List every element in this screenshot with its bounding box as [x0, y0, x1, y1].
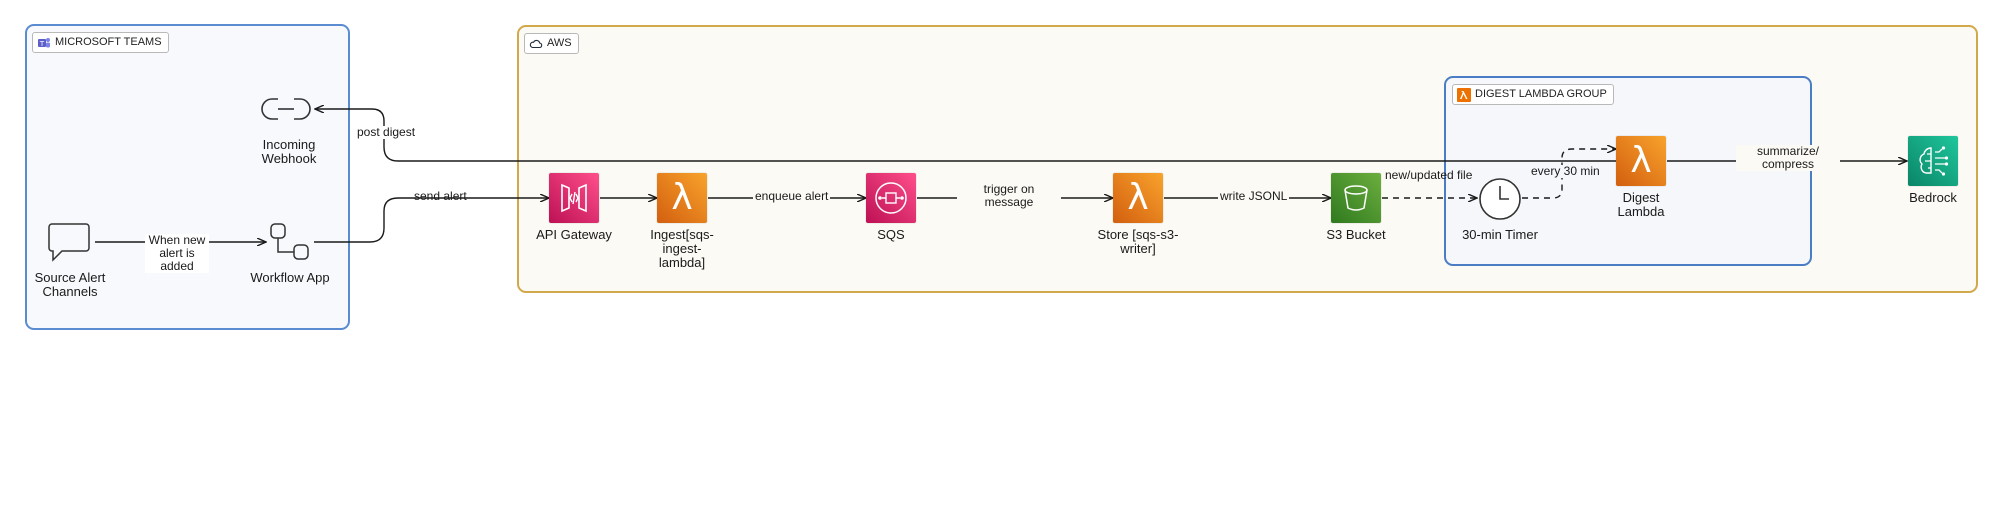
- ingest-lambda-label: Ingest[sqs-ingest-lambda]: [650, 227, 714, 270]
- api-gateway-node: [549, 173, 599, 223]
- s3-bucket-node: [1331, 173, 1381, 223]
- link-icon: [261, 98, 311, 120]
- sqs-label: SQS: [877, 227, 905, 242]
- digest-lambda-group-label: DIGEST LAMBDA GROUP: [1475, 88, 1607, 100]
- enqueue-alert-edge-label: enqueue alert: [753, 189, 831, 203]
- aws-tag: AWS: [524, 33, 579, 54]
- send-alert-edge-label: send alert: [414, 189, 467, 203]
- edge-post-digest: [315, 109, 1642, 162]
- chat-bubble-icon: [48, 223, 90, 262]
- api-gateway-label: API Gateway: [536, 227, 612, 242]
- sqs-icon: [875, 182, 907, 214]
- new-updated-file-edge-label: new/updated file: [1385, 168, 1473, 182]
- microsoft-teams-group: [25, 24, 350, 330]
- write-jsonl-edge-label: write JSONL: [1218, 189, 1290, 203]
- store-lambda-node: λ: [1113, 173, 1163, 223]
- clock-icon: [1479, 178, 1521, 220]
- digest-lambda-node: λ: [1616, 136, 1666, 186]
- bedrock-icon: [1919, 146, 1949, 176]
- microsoft-teams-label: MICROSOFT TEAMS: [55, 36, 162, 48]
- bedrock-node: [1908, 136, 1958, 186]
- s3-bucket-label: S3 Bucket: [1326, 227, 1386, 242]
- bedrock-label: Bedrock: [1909, 190, 1957, 205]
- timer-label: 30-min Timer: [1462, 227, 1538, 242]
- ingest-lambda-node: λ: [657, 173, 707, 223]
- digest-lambda-group-tag: DIGEST LAMBDA GROUP: [1452, 84, 1614, 105]
- s3-bucket-icon: [1344, 185, 1368, 211]
- summarize-compress-edge-label: summarize/compress: [1736, 145, 1840, 171]
- lambda-icon: λ: [1127, 177, 1149, 218]
- api-gateway-icon: [561, 183, 587, 213]
- lambda-icon: λ: [1630, 140, 1652, 181]
- every-30-min-edge-label: every 30 min: [1529, 164, 1602, 178]
- workflow-app-label: Workflow App: [250, 270, 330, 285]
- edge-every-30-min: [1522, 149, 1616, 199]
- post-digest-edge-label: post digest: [355, 125, 418, 139]
- store-lambda-label: Store [sqs-s3-writer]: [1097, 227, 1179, 256]
- microsoft-teams-tag: T MICROSOFT TEAMS: [32, 32, 169, 53]
- teams-icon: T: [37, 36, 51, 50]
- lambda-icon: λ: [671, 177, 693, 218]
- workflow-icon: [270, 223, 309, 260]
- lambda-icon: [1457, 87, 1471, 102]
- svg-text:T: T: [39, 40, 45, 48]
- edge-send-alert: [314, 198, 549, 243]
- aws-label: AWS: [547, 37, 572, 49]
- aws-cloud-icon: [529, 37, 543, 51]
- sqs-node: [866, 173, 916, 223]
